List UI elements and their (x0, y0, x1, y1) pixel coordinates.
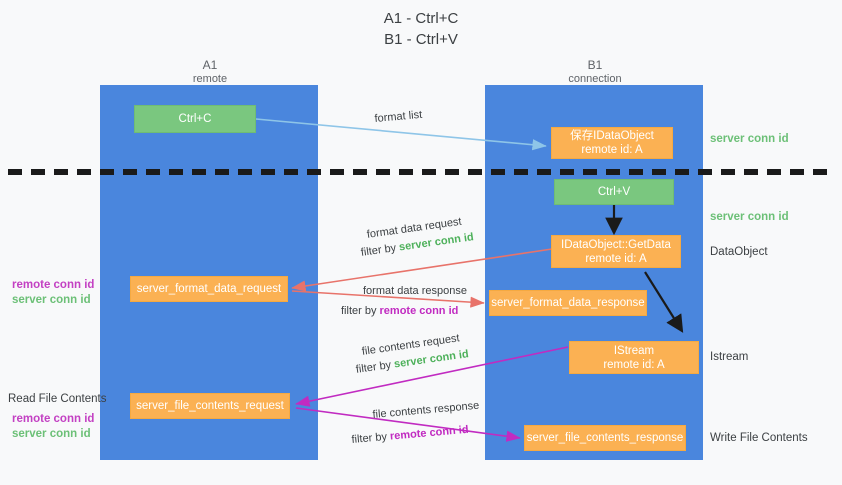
side-label-server-conn-id-top: server conn id (710, 133, 789, 145)
filter-prefix: filter by (355, 358, 395, 376)
node-ctrl-c[interactable]: Ctrl+C (134, 105, 256, 133)
node-save-idataobject-line2: remote id: A (581, 144, 643, 156)
column-header-a1-sub: remote (192, 73, 228, 85)
edge-label-format-data-response: format data response (363, 285, 467, 297)
column-header-b1: B1 connection (495, 58, 695, 86)
node-server-file-contents-response-label: server_file_contents_response (526, 432, 684, 444)
node-idataobject-getdata-line1: IDataObject::GetData (561, 238, 671, 251)
side-label-read-file-contents: Read File Contents (8, 393, 107, 405)
node-ctrl-v[interactable]: Ctrl+V (554, 179, 674, 205)
edge-label-format-list: format list (374, 108, 423, 125)
node-save-idataobject[interactable]: 保存IDataObject remote id: A (551, 127, 673, 159)
node-istream-line2: remote id: A (603, 358, 665, 371)
side-label-remote-conn-id-top: remote conn id (12, 279, 95, 291)
side-label-remote-conn-id-bottom: remote conn id (12, 413, 95, 425)
side-label-server-conn-id-left-bottom: server conn id (12, 428, 91, 440)
node-ctrl-v-label: Ctrl+V (597, 186, 631, 198)
node-server-format-data-request[interactable]: server_format_data_request (130, 276, 288, 302)
column-header-a1-name: A1 (202, 58, 218, 72)
node-server-file-contents-response[interactable]: server_file_contents_response (524, 425, 686, 451)
node-save-idataobject-line1: 保存IDataObject (570, 130, 654, 142)
node-istream-line1: IStream (613, 344, 655, 357)
side-label-istream: Istream (710, 351, 749, 363)
filter-value-remote-conn-id: remote conn id (379, 305, 459, 317)
column-header-b1-sub: connection (568, 73, 622, 85)
title-line-2: B1 - Ctrl+V (384, 31, 458, 48)
filter-prefix: filter by (341, 305, 380, 317)
node-server-format-data-response-label: server_format_data_response (491, 297, 645, 309)
edge-label-file-contents-response-filter: filter by remote conn id (351, 423, 469, 448)
node-server-format-data-response[interactable]: server_format_data_response (489, 290, 647, 316)
edge-label-format-data-response-filter: filter by remote conn id (341, 304, 458, 319)
node-ctrl-c-label: Ctrl+C (178, 113, 212, 125)
side-label-server-conn-id-left-top: server conn id (12, 294, 91, 306)
side-label-server-conn-id-mid: server conn id (710, 211, 789, 223)
side-label-dataobject: DataObject (710, 246, 768, 258)
node-server-file-contents-request-label: server_file_contents_request (136, 400, 284, 412)
column-header-a1: A1 remote (110, 58, 310, 86)
column-header-b1-name: B1 (587, 58, 603, 72)
node-server-format-data-request-label: server_format_data_request (136, 283, 282, 295)
filter-prefix: filter by (351, 430, 391, 446)
edge-label-file-contents-response: file contents response (372, 399, 480, 421)
node-istream[interactable]: IStream remote id: A (569, 341, 699, 374)
node-idataobject-getdata-line2: remote id: A (585, 252, 647, 265)
filter-prefix: filter by (360, 241, 400, 259)
node-idataobject-getdata[interactable]: IDataObject::GetData remote id: A (551, 235, 681, 268)
title-line-1: A1 - Ctrl+C (383, 10, 459, 27)
node-server-file-contents-request[interactable]: server_file_contents_request (130, 393, 290, 419)
side-label-write-file-contents: Write File Contents (710, 432, 808, 444)
filter-value-remote-conn-id: remote conn id (389, 423, 470, 443)
diagram-title: A1 - Ctrl+C B1 - Ctrl+V (0, 8, 842, 50)
